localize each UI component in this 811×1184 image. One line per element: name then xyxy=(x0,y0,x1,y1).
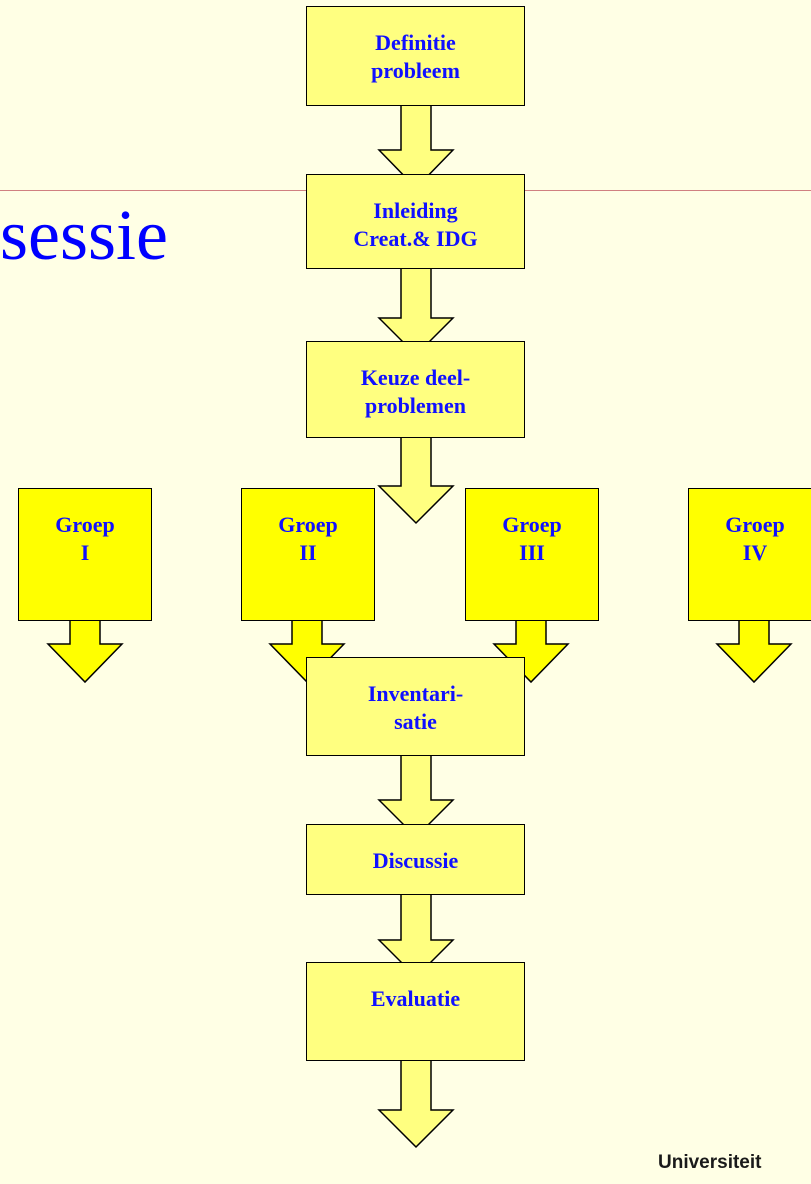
step-label: Evaluatie xyxy=(370,986,461,1011)
step-evaluatie-box: Evaluatie xyxy=(306,962,525,1061)
arrow-inventarisatie-to-discussie xyxy=(377,754,455,839)
arrow-inleiding-to-keuze xyxy=(377,267,455,357)
step-label: problemen xyxy=(364,393,467,418)
step-label: Inventari- xyxy=(367,681,464,706)
step-inventarisatie-box: Inventari-satie xyxy=(306,657,525,756)
group-label: I xyxy=(80,540,90,565)
group-label: Groep xyxy=(55,512,115,537)
arrow-discussie-to-evaluatie xyxy=(377,893,455,979)
arrow-keuze-down xyxy=(377,436,455,525)
group-label: IV xyxy=(742,540,768,565)
step-label: Inleiding xyxy=(373,198,458,223)
step-label: Creat.& IDG xyxy=(353,226,478,251)
group-label: Groep xyxy=(725,512,785,537)
step-keuze-box: Keuze deel-problemen xyxy=(306,341,525,438)
arrow-definitie-to-inleiding xyxy=(377,104,455,190)
arrow-groep-iii xyxy=(492,619,570,684)
arrow-groep-i xyxy=(46,619,124,684)
group-label: III xyxy=(519,540,545,565)
university-logo-text: Universiteit xyxy=(658,1152,762,1173)
group-label: II xyxy=(299,540,317,565)
group-label: Groep xyxy=(278,512,338,537)
step-discussie-box: Discussie xyxy=(306,824,525,895)
step-label: Definitie xyxy=(375,30,456,55)
slide-title: sessie xyxy=(0,195,168,275)
group-label: Groep xyxy=(502,512,562,537)
step-label: satie xyxy=(394,709,437,734)
step-label: probleem xyxy=(371,58,460,83)
arrow-groep-iv xyxy=(715,619,793,684)
step-definitie-box: Definitie probleem xyxy=(306,6,525,106)
step-label: Discussie xyxy=(372,848,459,873)
arrow-evaluatie-down xyxy=(377,1059,455,1149)
step-label: Keuze deel- xyxy=(360,365,471,390)
